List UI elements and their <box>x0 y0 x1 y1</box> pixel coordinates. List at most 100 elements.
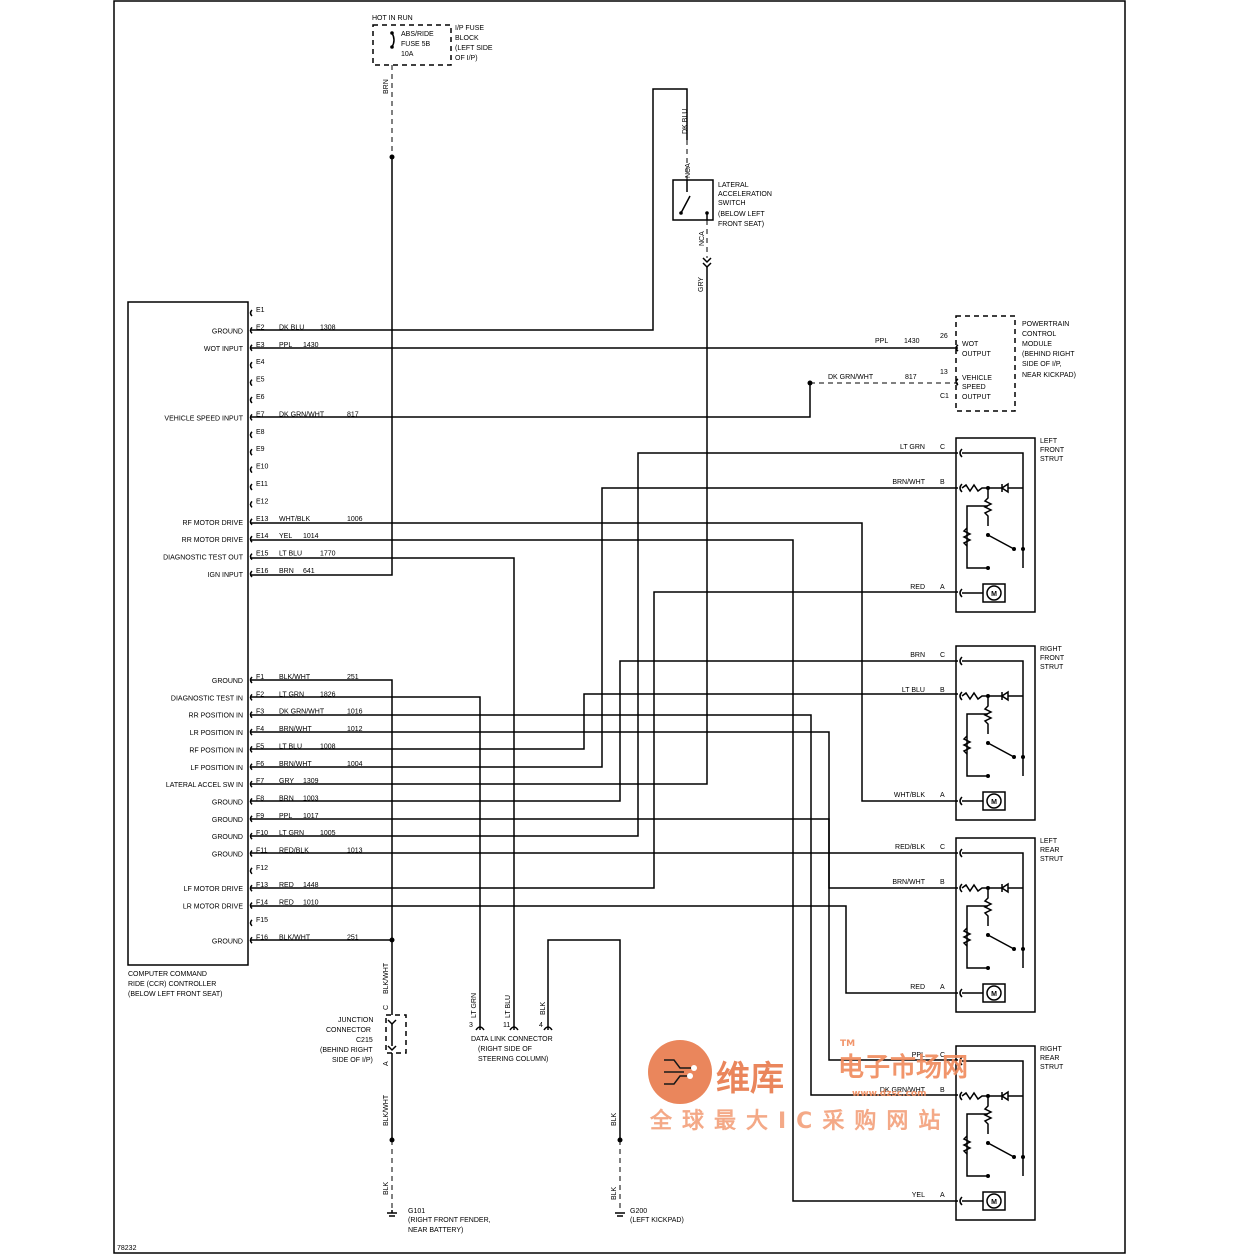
pin-symbol <box>249 553 253 561</box>
strut-box <box>955 437 1036 613</box>
wire-color-f16: BLK/WHT <box>279 934 311 941</box>
strut-internal <box>962 452 1024 568</box>
strut-wiper <box>987 742 1015 758</box>
wire-ground-f10 <box>250 452 958 837</box>
wire-lf-position <box>250 487 958 768</box>
strut-pin-symbol <box>959 848 963 858</box>
g200-loc: (LEFT KICKPAD) <box>630 1217 684 1224</box>
wire-circuit-f13: 1448 <box>303 882 319 889</box>
pcm-c1: C1 <box>940 393 949 400</box>
page-frame <box>113 0 1126 1254</box>
dlc-pin-4: 4 <box>539 1022 543 1029</box>
strut-pin-b: B <box>940 479 945 486</box>
pcm-outline <box>955 315 1016 412</box>
junction-connector-c215: BLK/WHT C JUNCTION CONNECTOR C215 (BEHIN… <box>320 940 491 1234</box>
junction-label-2: CONNECTOR <box>326 1027 371 1034</box>
strut-pot <box>983 888 993 926</box>
strut-wire-color: BRN <box>910 652 925 659</box>
wire-circuit-f16: 251 <box>347 934 359 941</box>
e-pin-e15: E15 <box>256 551 269 558</box>
strut-wire-color: PPL <box>912 1052 925 1059</box>
pin-symbol <box>249 413 253 421</box>
pin-function-e14: RR MOTOR DRIVE <box>182 537 244 544</box>
controller-label-3: (BELOW LEFT FRONT SEAT) <box>128 991 223 998</box>
strut-wire-color: RED <box>910 584 925 591</box>
pin-symbol <box>249 379 253 387</box>
pin-function-e13: RF MOTOR DRIVE <box>182 520 243 527</box>
fuse-label-2: FUSE 5B <box>401 41 431 48</box>
f-pin-f4: F4 <box>256 726 264 733</box>
strut-internal <box>962 852 1024 968</box>
wire-diag-test-in <box>250 696 481 1030</box>
dlc-pin-3: 3 <box>469 1022 473 1029</box>
junction-wire-bottom: BLK/WHT <box>383 1094 390 1126</box>
fuse-block-label-2: BLOCK <box>455 35 479 42</box>
pcm-wot-label-2: OUTPUT <box>962 351 992 358</box>
strut-wire-color: YEL <box>912 1192 925 1199</box>
wire-ground-f1 <box>250 679 393 940</box>
strut-wire-color: LT BLU <box>902 687 925 694</box>
strut-pin-symbol <box>959 883 963 893</box>
g101-loc-1: (RIGHT FRONT FENDER, <box>408 1217 491 1224</box>
watermark-sub: 电子市场网 <box>838 1052 968 1083</box>
wire-brn-ign <box>250 157 393 576</box>
pcm-wot-label-1: WOT <box>962 341 979 348</box>
wire-circuit-f4: 1012 <box>347 726 363 733</box>
g200-name: G200 <box>630 1208 647 1215</box>
wire-lr-motor-drive <box>250 905 958 994</box>
switch-wire-top-label: DK BLU <box>682 109 689 134</box>
e-pin-e1: E1 <box>256 307 265 314</box>
strut-resistor-2 <box>962 927 972 947</box>
f-pin-f5: F5 <box>256 743 264 750</box>
f-pin-f14: F14 <box>256 900 268 907</box>
motor-icon <box>986 985 1002 1001</box>
strut-pin-a: A <box>940 1192 945 1199</box>
strut-pin-c: C <box>940 844 945 851</box>
pin-function-f1: GROUND <box>212 678 243 685</box>
wire-color-f7: GRY <box>279 778 294 785</box>
pin-function-f14: LR MOTOR DRIVE <box>183 904 243 911</box>
motor-label: M <box>991 991 997 998</box>
pin-function-e2: GROUND <box>212 328 243 335</box>
strut-resistor-2 <box>962 735 972 755</box>
watermark: 维库 TM 电子市场网 www.dzsc.com 全球最大IC采购网站 <box>648 1039 968 1134</box>
strut-pin-a: A <box>940 792 945 799</box>
wire-circuit-f6: 1004 <box>347 761 363 768</box>
strut-pin-b: B <box>940 1087 945 1094</box>
fuse-wire-label: BRN <box>383 79 390 94</box>
strut-pot <box>983 1096 993 1134</box>
pin-symbol <box>249 448 253 456</box>
f-pin-f1: F1 <box>256 674 264 681</box>
wire-color-e13: WHT/BLK <box>279 516 310 523</box>
pcm-label-1: POWERTRAIN <box>1022 321 1069 328</box>
wire-rr-position <box>250 714 958 1096</box>
wire-dlc-blk <box>547 939 621 1140</box>
fuse-block-outline <box>372 24 452 66</box>
strut-loop <box>966 505 988 569</box>
dlc-label-3: STEERING COLUMN) <box>478 1056 548 1063</box>
strut-box <box>955 837 1036 1013</box>
wire-circuit-f2: 1826 <box>320 691 336 698</box>
e-pin-e7: E7 <box>256 411 265 418</box>
wire-circuit-f3: 1016 <box>347 709 363 716</box>
pcm-label-2: CONTROL <box>1022 331 1056 338</box>
data-link-connector: LT GRN LT BLU BLK 3 11 4 DATA LINK CONNE… <box>469 939 684 1224</box>
strut-name: REAR <box>1040 847 1059 854</box>
wire-lf-motor-drive <box>250 591 958 889</box>
strut-name: LEFT <box>1040 438 1058 445</box>
strut-name: STRUT <box>1040 1064 1064 1071</box>
strut-resistor <box>961 882 1023 894</box>
wire-circuit-f7: 1309 <box>303 778 319 785</box>
fuse-block: HOT IN RUN ABS/RIDE FUSE 5B 10A I/P FUSE… <box>372 15 493 160</box>
strut-pin-c: C <box>940 444 945 451</box>
wire-rf-motor-drive <box>250 522 958 802</box>
strut-pot <box>983 488 993 526</box>
strut-resistor-2 <box>962 527 972 547</box>
e-pin-e8: E8 <box>256 429 265 436</box>
motor-icon <box>986 1193 1002 1209</box>
wire-color-f4: BRN/WHT <box>279 726 312 733</box>
pcm-vss-wire-circuit: 817 <box>905 374 917 381</box>
strut-internal <box>962 1060 1024 1176</box>
